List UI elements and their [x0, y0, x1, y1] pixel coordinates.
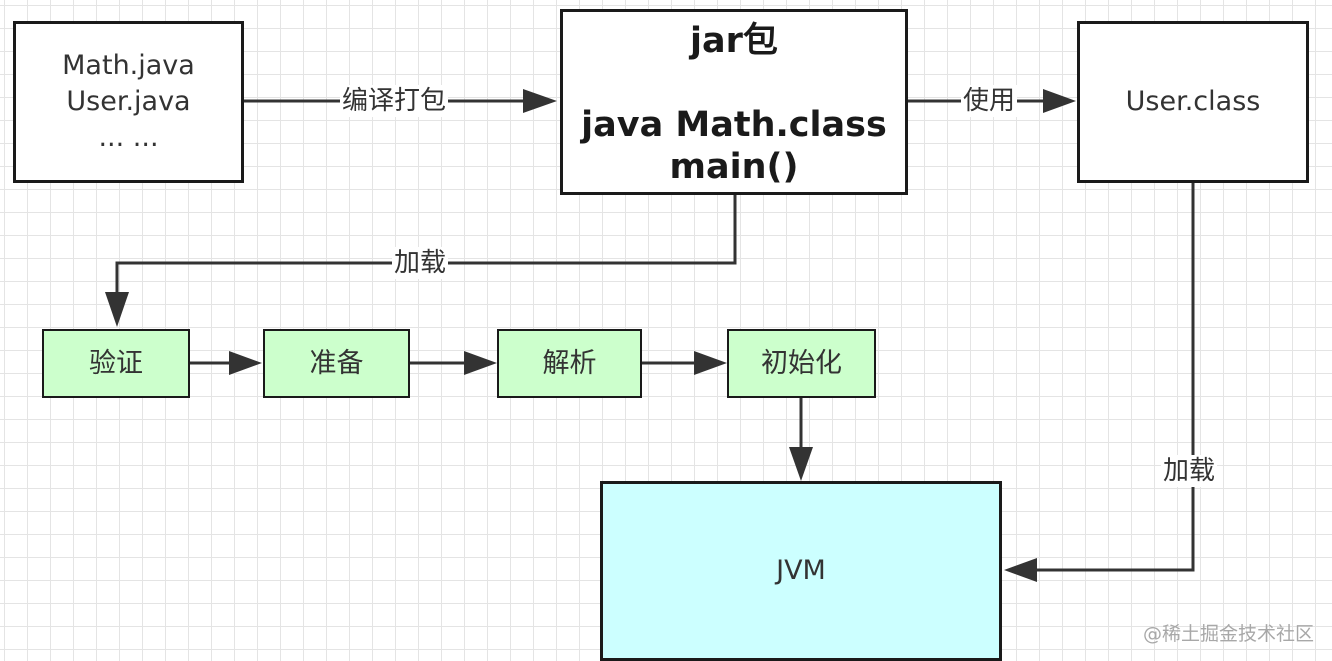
- step-prepare-label: 准备: [309, 347, 364, 379]
- step-resolve: 解析: [497, 329, 642, 398]
- user-class-box: User.class: [1077, 21, 1309, 183]
- step-resolve-label: 解析: [542, 347, 597, 379]
- jar-main-class: java Math.class: [581, 105, 887, 145]
- arrow-userclass-jvm: [1022, 182, 1195, 572]
- jar-box: jar包 java Math.class main(): [560, 9, 908, 195]
- edge-label-compile: 编译打包: [340, 85, 449, 117]
- edge-label-load-left: 加载: [392, 247, 449, 279]
- step-initialize: 初始化: [727, 329, 876, 398]
- step-prepare: 准备: [263, 329, 410, 398]
- source-file-line: ... ...: [98, 122, 159, 153]
- edge-label-load-right: 加载: [1161, 455, 1218, 487]
- source-file-line: Math.java: [62, 50, 195, 81]
- jar-main-method: main(): [669, 147, 799, 187]
- step-verify: 验证: [42, 329, 190, 398]
- jvm-box: JVM: [600, 481, 1002, 661]
- watermark: @稀土掘金技术社区: [1142, 623, 1314, 645]
- source-files-box: Math.java User.java ... ...: [13, 21, 244, 183]
- step-initialize-label: 初始化: [761, 347, 842, 379]
- user-class-label: User.class: [1125, 86, 1261, 117]
- jar-title: jar包: [690, 21, 778, 61]
- step-verify-label: 验证: [89, 347, 143, 379]
- edge-label-use: 使用: [961, 85, 1018, 117]
- jvm-label: JVM: [776, 555, 826, 586]
- source-file-line: User.java: [66, 86, 191, 117]
